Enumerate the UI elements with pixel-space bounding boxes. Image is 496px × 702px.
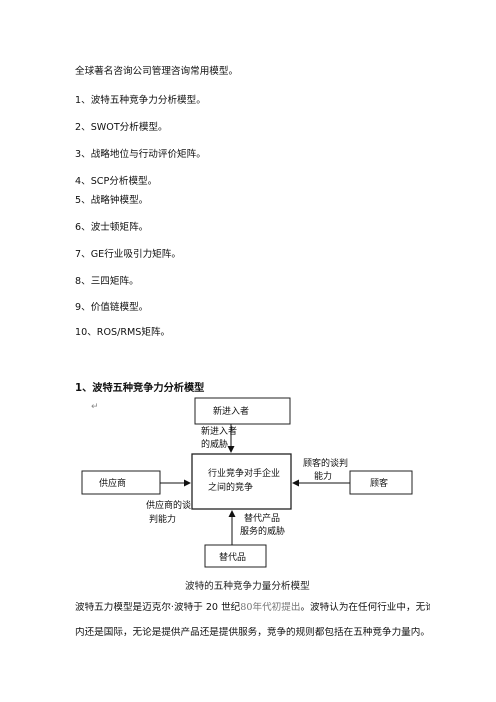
- section-heading: 1、波特五种竞争力分析模型: [75, 383, 205, 394]
- list-item: 6、波士顿矩阵。: [75, 222, 149, 233]
- list-item: 2、SWOT分析模型。: [75, 122, 168, 133]
- list-item: 9、价值链模型。: [75, 302, 149, 313]
- paragraph-text: 波特五力模型是迈克尔·波特于 20 世纪: [75, 602, 241, 613]
- list-item: 5、战略钟模型。: [75, 195, 149, 206]
- competitors-label-line2: 之间的竞争: [208, 481, 253, 493]
- supplier-power-line2: 判能力: [149, 513, 176, 525]
- intro-text: 全球著名咨询公司管理咨询常用模型。: [75, 66, 239, 77]
- supplier-power-line1: 供应商的谈: [146, 499, 191, 511]
- new-entrants-label: 新进入者: [213, 405, 249, 417]
- paragraph-text: 。波特认为在任何行业中，无论是国: [300, 602, 430, 613]
- substitute-threat-line1: 替代产品: [244, 512, 280, 524]
- buyer-power-line2: 能力: [314, 470, 332, 482]
- list-item: 10、ROS/RMS矩阵。: [75, 327, 171, 338]
- paragraph-mark: ↵: [91, 402, 99, 412]
- substitutes-box: [204, 544, 267, 568]
- body-paragraph-line2: 内还是国际，无论是提供产品还是提供服务，竞争的规则都包括在五种竞争力量内。分别: [75, 627, 430, 638]
- suppliers-label: 供应商: [99, 477, 126, 489]
- new-entrants-box: [194, 397, 291, 425]
- industry-competitors-box: [191, 453, 292, 510]
- list-item: 8、三四矩阵。: [75, 276, 139, 287]
- list-item: 3、战略地位与行动评价矩阵。: [75, 149, 206, 160]
- paragraph-gray-text: 80年代初提出: [240, 602, 301, 613]
- diagram-caption: 波特的五种竞争力量分析模型: [185, 581, 310, 592]
- list-item: 1、波特五种竞争力分析模型。: [75, 95, 206, 106]
- list-item: 7、GE行业吸引力矩阵。: [75, 249, 181, 260]
- competitors-label-line1: 行业竞争对手企业: [208, 467, 280, 479]
- list-item: 4、SCP分析模型。: [75, 176, 158, 187]
- buyer-power-line1: 顾客的谈判: [303, 457, 348, 469]
- new-entrants-threat-line2: 的威胁: [201, 438, 228, 450]
- new-entrants-threat-line1: 新进入者: [201, 425, 237, 437]
- substitutes-label: 替代品: [219, 551, 246, 563]
- substitute-threat-line2: 服务的威胁: [240, 525, 285, 537]
- body-paragraph-line1: 波特五力模型是迈克尔·波特于 20 世纪80年代初提出。波特认为在任何行业中，无…: [75, 602, 430, 614]
- customers-label: 顾客: [370, 477, 388, 489]
